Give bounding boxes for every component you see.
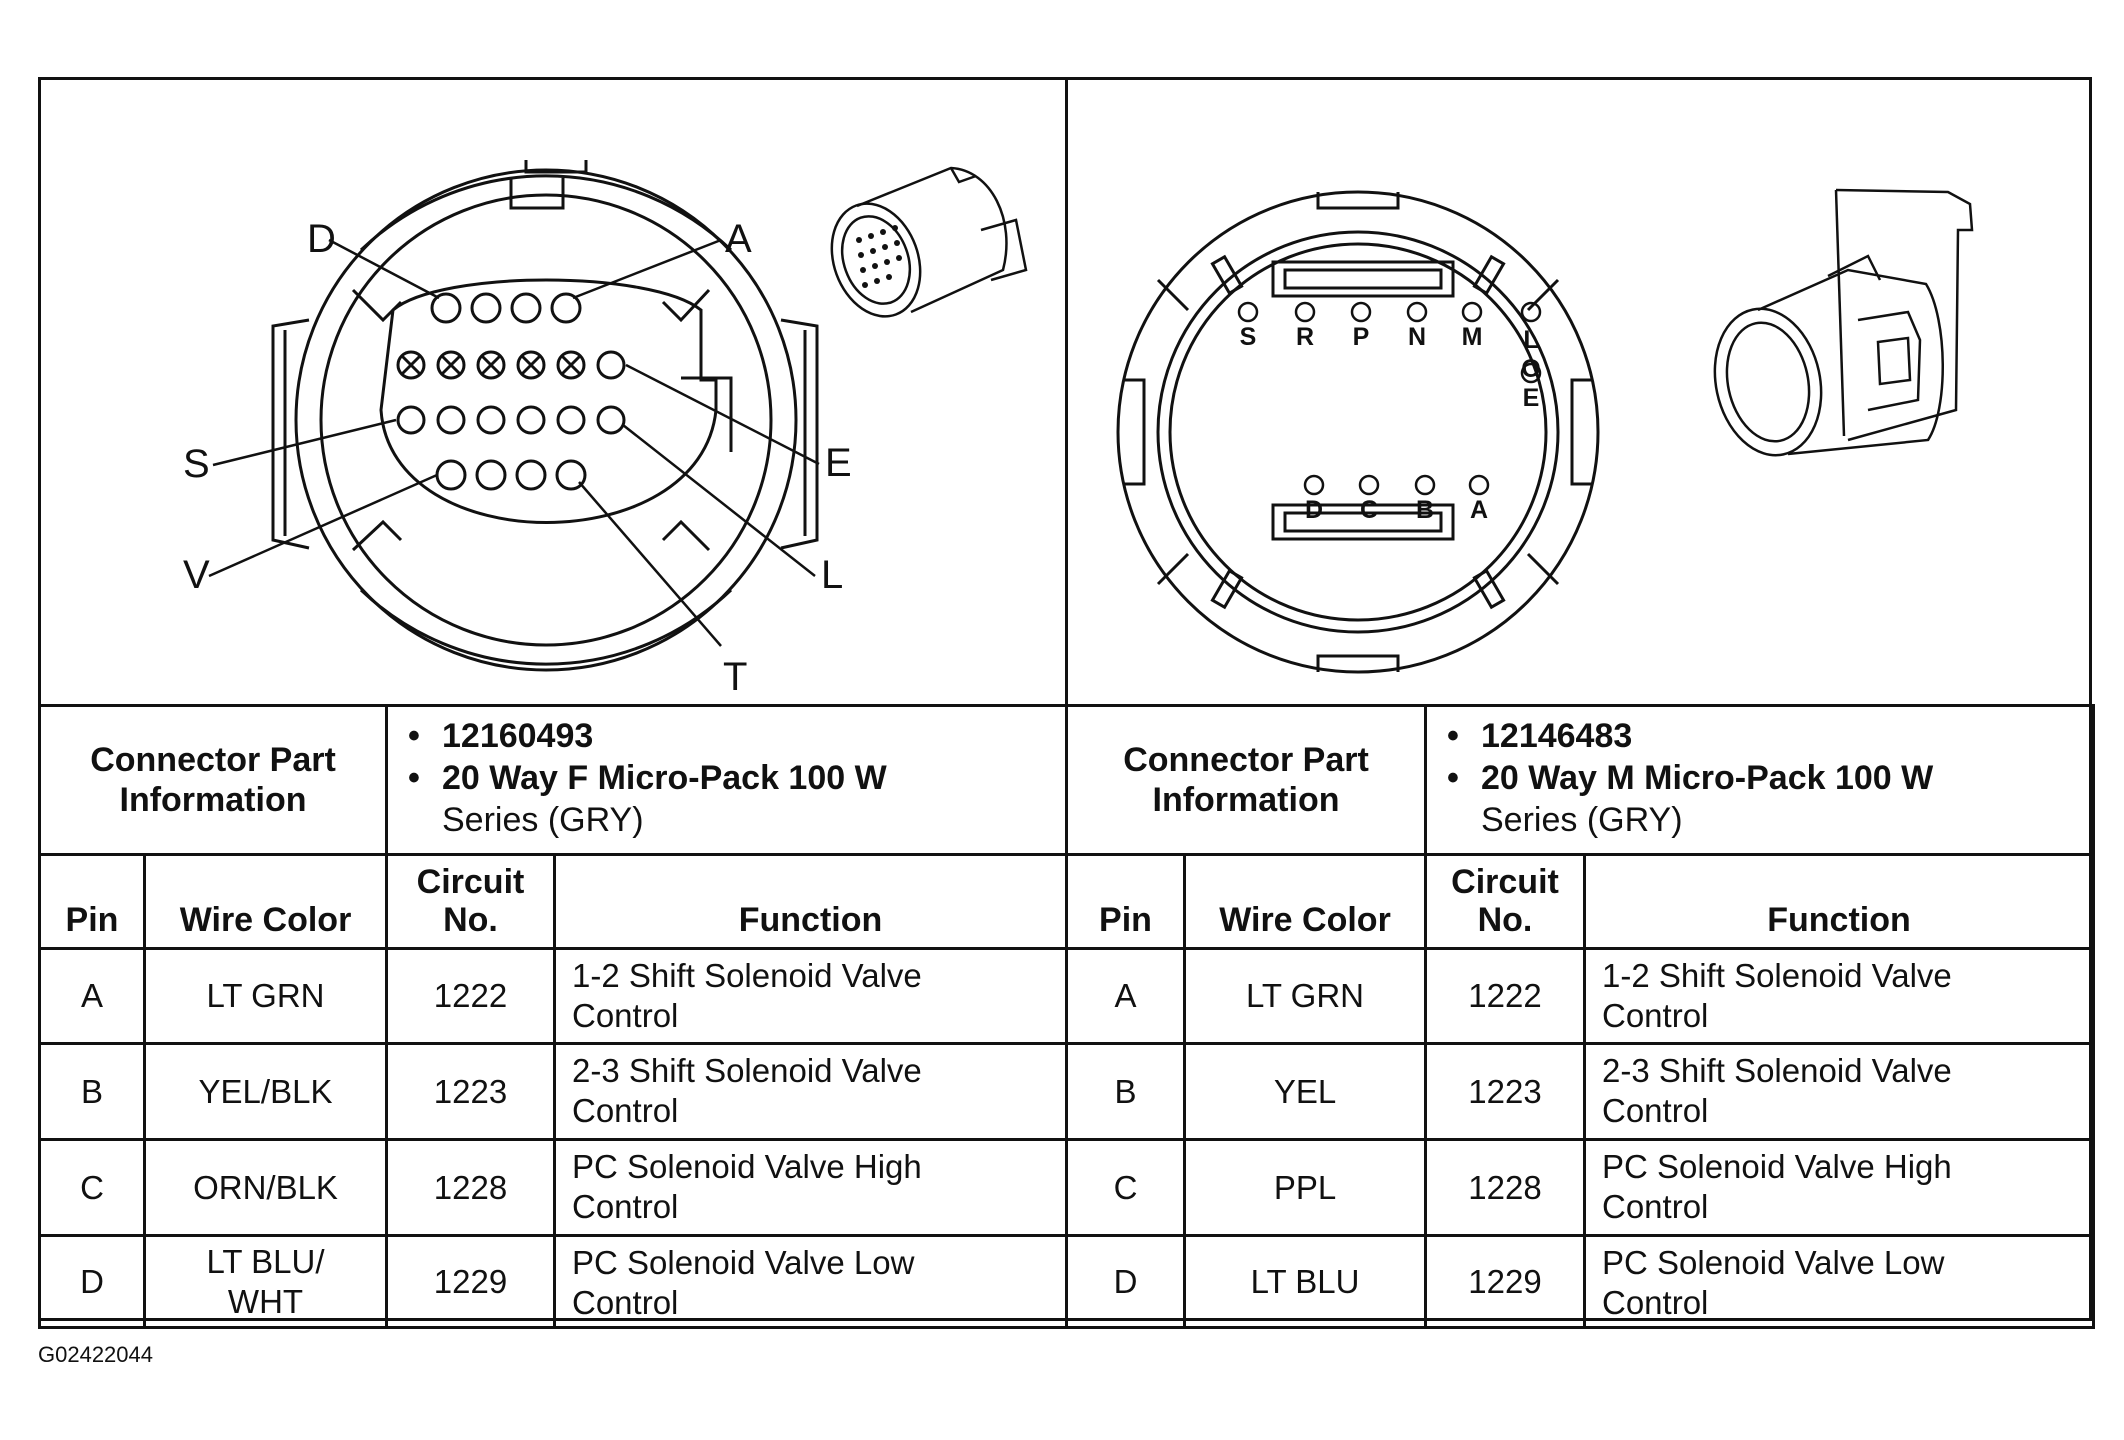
pin-callout-labels: D A S E V L T <box>183 217 852 699</box>
wire-color-cell: LT GRN <box>143 947 388 1045</box>
wire-color-cell: YEL <box>1183 1042 1427 1141</box>
pin-label-e: E <box>1523 384 1540 412</box>
male-pin-cavities <box>1237 301 1542 496</box>
circuit-cell: 1223 <box>1424 1042 1586 1141</box>
right-connector-figure: S R P N M L E D C B A O <box>1068 80 2092 707</box>
wire-color-header: Wire Color <box>143 853 388 950</box>
pin-label-n: N <box>1408 323 1426 351</box>
connector-isometric-icon <box>830 166 1028 318</box>
female-connector-drawing: D A S E V L T <box>183 160 1028 699</box>
part-info-row: Connector Part Information •12146483 •20… <box>1065 704 2095 856</box>
pin-cell: C <box>38 1138 146 1237</box>
callout-d: D <box>307 217 336 261</box>
male-pin-labels: S R P N M L E D C B A O <box>1240 323 1541 524</box>
part-info: •12160493 •20 Way F Micro-Pack 100 W Ser… <box>384 704 1069 856</box>
callout-lines <box>208 238 820 647</box>
pin-label-a: A <box>1470 496 1488 524</box>
wire-color-header: Wire Color <box>1183 853 1427 950</box>
circuit-cell: 1228 <box>385 1138 556 1237</box>
pin-cell: A <box>38 947 146 1045</box>
function-header: Function <box>1583 853 2095 950</box>
pin-cell: A <box>1065 947 1186 1045</box>
pin-cell: D <box>38 1234 146 1329</box>
circuit-cell: 1228 <box>1424 1138 1586 1237</box>
pin-label-o: O <box>1521 355 1540 383</box>
wire-color-cell: LT BLU <box>1183 1234 1427 1329</box>
wire-color-cell: ORN/BLK <box>143 1138 388 1237</box>
connector-sheet: D A S E V L T <box>38 77 2095 1329</box>
left-connector-figure: D A S E V L T <box>41 80 1065 707</box>
part-info-row: Connector Part Information •12160493 •20… <box>38 704 1069 856</box>
circuit-cell: 1222 <box>385 947 556 1045</box>
part-description-cont: Series (GRY) <box>442 801 644 839</box>
pin-cavities <box>396 292 626 491</box>
plugged-cavity-marks <box>400 354 582 376</box>
pin-cell: D <box>1065 1234 1186 1329</box>
info-label: Connector Part Information <box>38 704 388 856</box>
callout-s: S <box>183 442 210 486</box>
pin-header: Pin <box>38 853 146 950</box>
part-description: 20 Way M Micro-Pack 100 W <box>1481 759 1934 797</box>
circuit-cell: 1223 <box>385 1042 556 1141</box>
callout-t: T <box>723 655 747 699</box>
pin-cell: C <box>1065 1138 1186 1237</box>
pin-cell: B <box>38 1042 146 1141</box>
part-description: 20 Way F Micro-Pack 100 W <box>442 759 887 797</box>
left-pinout-table: Connector Part Information •12160493 •20… <box>38 704 1069 1329</box>
panel-divider <box>1065 80 1068 1318</box>
male-connector-drawing: S R P N M L E D C B A O <box>1116 188 1974 674</box>
part-number: 12160493 <box>442 717 594 755</box>
part-description-cont: Series (GRY) <box>1481 801 1683 839</box>
function-header: Function <box>552 853 1069 950</box>
callout-e: E <box>825 441 852 485</box>
pin-label-c: C <box>1360 496 1378 524</box>
circuit-cell: 1229 <box>1424 1234 1586 1329</box>
pin-cell: B <box>1065 1042 1186 1141</box>
wire-color-cell: LT GRN <box>1183 947 1427 1045</box>
figure-id: G02422044 <box>38 1342 153 1367</box>
pin-label-m: M <box>1462 323 1483 351</box>
pin-header: Pin <box>1065 853 1186 950</box>
wire-color-cell: PPL <box>1183 1138 1427 1237</box>
pin-label-r: R <box>1296 323 1314 351</box>
pin-label-l: L <box>1523 326 1538 354</box>
part-info: •12146483 •20 Way M Micro-Pack 100 W Ser… <box>1424 704 2095 856</box>
info-label: Connector Part Information <box>1065 704 1427 856</box>
part-number: 12146483 <box>1481 717 1633 755</box>
pin-label-b: B <box>1416 496 1434 524</box>
right-pinout-table: Connector Part Information •12146483 •20… <box>1065 704 2095 1329</box>
circuit-cell: 1222 <box>1424 947 1586 1045</box>
pin-label-p: P <box>1353 323 1370 351</box>
circuit-cell: 1229 <box>385 1234 556 1329</box>
callout-v: V <box>183 553 210 597</box>
callout-a: A <box>725 217 752 261</box>
wire-color-cell: LT BLU/WHT <box>143 1234 388 1329</box>
callout-l: L <box>821 553 843 597</box>
pin-label-s: S <box>1240 323 1257 351</box>
wire-color-cell: YEL/BLK <box>143 1042 388 1141</box>
male-connector-isometric-icon <box>1713 188 1974 457</box>
pin-label-d: D <box>1305 496 1323 524</box>
